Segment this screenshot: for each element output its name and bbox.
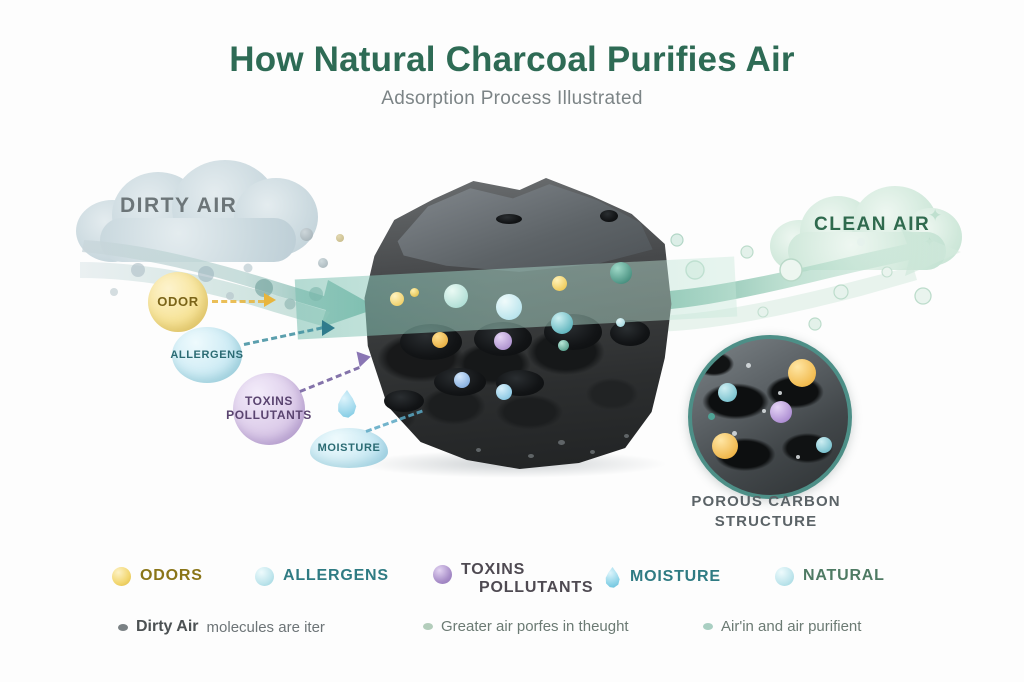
porous-structure-inset[interactable] (688, 335, 852, 499)
dust-speck (528, 454, 534, 458)
dirty-particle (300, 228, 313, 241)
dirty-air-label: DIRTY AIR (120, 194, 238, 217)
page-subtitle: Adsorption Process Illustrated (381, 88, 643, 109)
inset-speck (762, 409, 766, 413)
inset-molecule-natural (708, 413, 715, 420)
molecule-natural (610, 262, 632, 284)
charcoal-block (294, 172, 738, 478)
molecule-odor (410, 288, 419, 297)
molecule-allergen (444, 284, 468, 308)
pore (600, 210, 618, 222)
source-bubble-allergens[interactable]: ALLERGENS (170, 327, 244, 383)
source-label-moisture: MOISTURE (317, 441, 381, 454)
allergens-swatch-icon (255, 567, 274, 586)
source-bubble-odor[interactable]: ODOR (148, 272, 208, 332)
molecule-allergen (616, 318, 625, 327)
footnote-strong: Dirty Air (136, 618, 199, 635)
sparkle-icon: ✦ (928, 206, 943, 225)
pore (384, 390, 424, 412)
footnote-text: Greater air porfes in theught (441, 618, 629, 635)
molecule-odor (552, 276, 567, 291)
legend-label-toxins: TOXINS (461, 561, 526, 578)
clean-air-label: CLEAN AIR (814, 214, 931, 235)
inset-speck (732, 431, 737, 436)
inset-caption-line2: STRUCTURE (714, 513, 818, 531)
footnote-dot (423, 623, 433, 630)
page-title: How Natural Charcoal Purifies Air (229, 40, 795, 79)
inset-speck (778, 391, 782, 395)
molecule-odor (390, 292, 404, 306)
molecule-natural (558, 340, 569, 351)
natural-swatch-icon (775, 567, 794, 586)
footnote-purification: Air'in and air purifient (703, 618, 861, 635)
legend-item-moisture[interactable]: MOISTURE (604, 567, 721, 588)
dust-speck (476, 448, 481, 452)
inset-speck (796, 455, 800, 459)
footnote-dot (703, 623, 713, 630)
dust-speck (558, 440, 565, 445)
molecule-moisture (496, 384, 512, 400)
legend: ODORS ALLERGENS TOXINS POLLUTANTS MOISTU… (0, 558, 1024, 604)
allergens-arrowhead (322, 320, 335, 336)
footnotes: Dirty Air molecules are iter Greater air… (0, 608, 1024, 648)
pore (496, 214, 522, 224)
footnote-text: Air'in and air purifient (721, 618, 862, 635)
odor-arrowhead (264, 293, 276, 307)
legend-label-moisture: MOISTURE (630, 568, 721, 586)
dirty-particle (336, 234, 344, 242)
molecule-toxin (494, 332, 512, 350)
source-label-odor: ODOR (157, 293, 199, 309)
inset-molecule-odor (712, 433, 738, 459)
source-bubble-toxins[interactable]: TOXINS POLLUTANTS (226, 373, 311, 445)
legend-item-natural[interactable]: NATURAL (775, 567, 885, 586)
legend-label-allergens: ALLERGENS (283, 567, 389, 585)
molecule-allergen (496, 294, 522, 320)
inset-molecule-allergen (718, 383, 737, 402)
inset-molecule-toxin (770, 401, 792, 423)
inset-caption: POROUS CARBON STRUCTURE (656, 492, 876, 533)
inset-molecule-allergen (816, 437, 832, 453)
molecule-moisture (454, 372, 470, 388)
footnote-dirty-air: Dirty Air molecules are iter (118, 618, 325, 636)
inset-molecule-odor (788, 359, 816, 387)
molecule-odor (432, 332, 448, 348)
legend-label-pollutants: POLLUTANTS (479, 579, 594, 597)
inset-caption-line1: POROUS CARBON (691, 493, 841, 510)
inset-speck (746, 363, 751, 368)
legend-item-toxins[interactable]: TOXINS POLLUTANTS (433, 561, 593, 598)
odor-connector (212, 300, 264, 303)
source-label-toxins: TOXINS POLLUTANTS (226, 394, 312, 422)
toxins-swatch-icon (433, 565, 452, 584)
dust-speck (590, 450, 595, 454)
legend-item-odors[interactable]: ODORS (112, 567, 203, 586)
legend-label-natural: NATURAL (803, 567, 885, 585)
molecule-allergen (551, 312, 573, 334)
moisture-swatch-icon (605, 567, 620, 588)
footnote-text: molecules are iter (206, 618, 325, 636)
dust-speck (624, 434, 629, 438)
source-label-allergens: ALLERGENS (170, 348, 244, 361)
source-bubble-moisture[interactable]: MOISTURE (310, 428, 388, 468)
odors-swatch-icon (112, 567, 131, 586)
legend-label-odors: ODORS (140, 567, 203, 585)
footnote-dot (118, 623, 128, 631)
legend-item-allergens[interactable]: ALLERGENS (255, 567, 389, 586)
footnote-air-pores: Greater air porfes in theught (423, 618, 629, 635)
dirty-particle (318, 258, 328, 268)
